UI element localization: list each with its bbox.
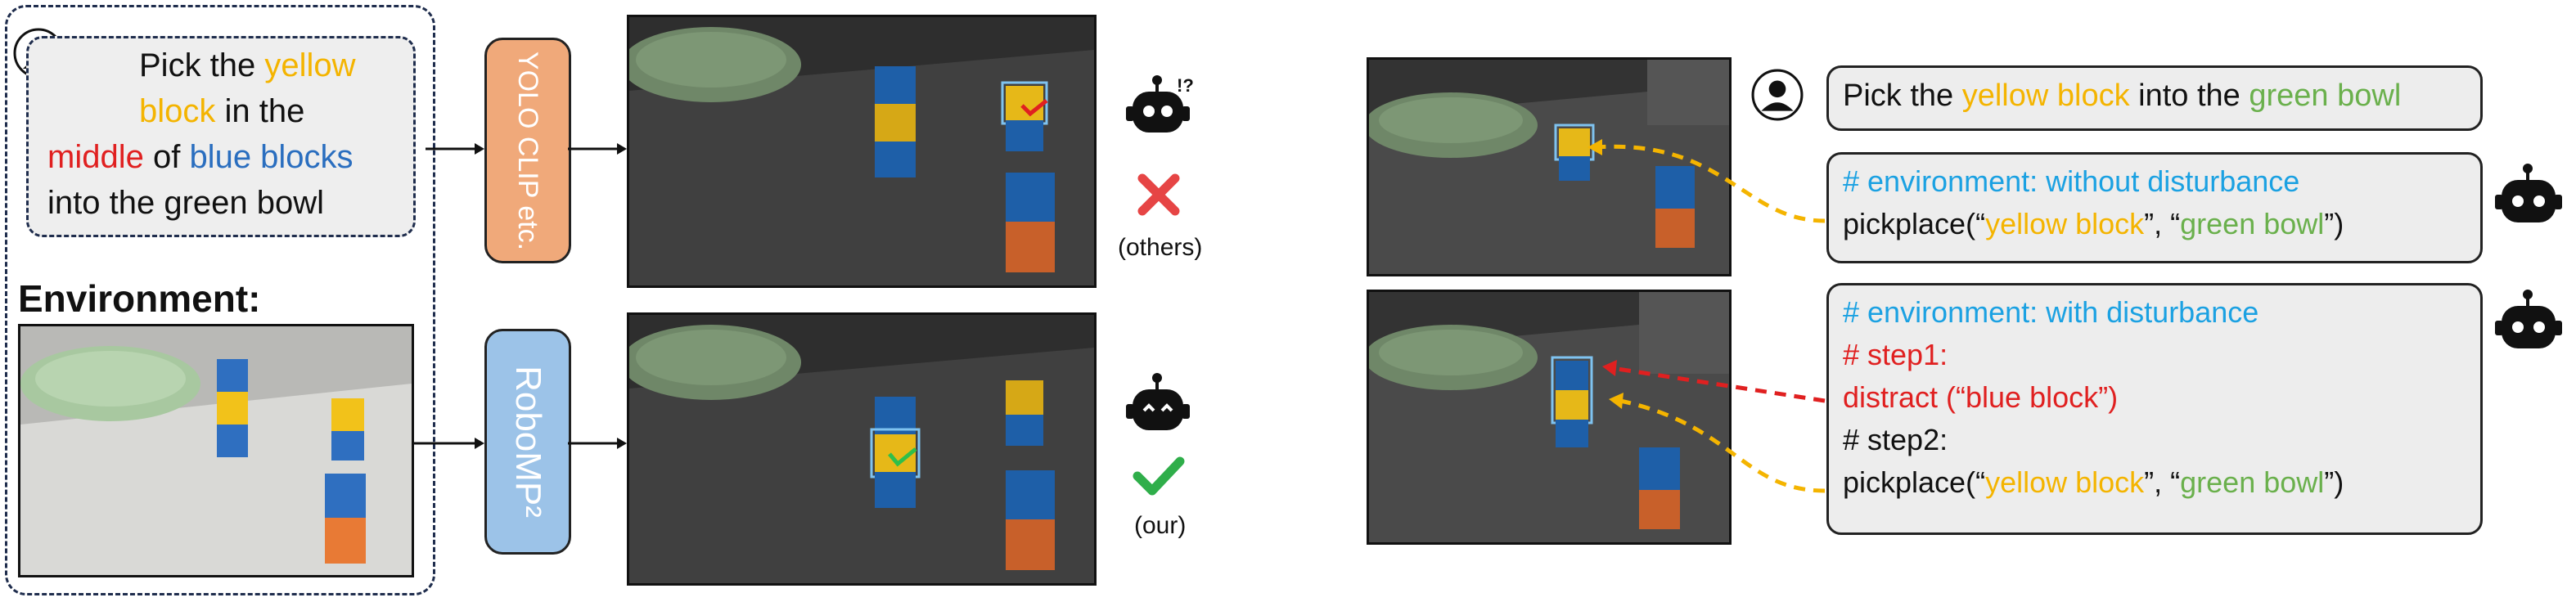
- scene-photo-others: [627, 15, 1097, 288]
- check-icon: [1133, 456, 1185, 496]
- code-panel-top: [1826, 152, 2483, 263]
- others-caption: (others): [1118, 234, 1203, 261]
- our-caption: (our): [1134, 512, 1187, 539]
- robot-icon-top: [2495, 164, 2562, 222]
- arrow-yolo-to-scene: [568, 143, 627, 155]
- instruction-text: Pick the yellow block in the: [139, 47, 356, 129]
- robomp-box: RoboMP²: [484, 329, 571, 555]
- environment-label: Environment:: [18, 277, 261, 320]
- code-panel-bottom-text: # environment: with disturbance # step1:…: [1843, 295, 2344, 499]
- user-avatar-icon-right: [1751, 69, 1804, 121]
- arrow-to-robomp: [412, 438, 484, 449]
- robot-icon-bottom: [2495, 290, 2562, 348]
- right-instruction-panel: [1826, 65, 2483, 131]
- instruction-bubble: [26, 36, 416, 237]
- code-panel-top-text: # environment: without disturbance pickp…: [1843, 164, 2344, 240]
- cross-icon: [1137, 173, 1180, 216]
- arrow-robomp-to-scene: [568, 438, 627, 449]
- right-scene-photo-top: [1367, 57, 1732, 276]
- robot-confused-icon: !?: [1126, 75, 1194, 133]
- code-panel-bottom: [1826, 283, 2483, 535]
- environment-photo: [18, 324, 414, 577]
- right-instruction-text: Pick the yellow block into the green bow…: [1843, 79, 2402, 113]
- robot-happy-icon: [1126, 373, 1190, 430]
- scene-photo-our: [627, 312, 1097, 586]
- svg-text:!?: !?: [1177, 75, 1194, 96]
- dashed-arrows: [1587, 139, 1826, 493]
- input-group: [5, 5, 435, 595]
- yolo-clip-box: YOLO CLIP etc.: [484, 38, 571, 263]
- instruction-text-2: middle of blue blocks into the green bow…: [47, 139, 354, 221]
- arrow-to-yolo: [426, 143, 484, 155]
- right-scene-photo-bottom: [1367, 290, 1732, 545]
